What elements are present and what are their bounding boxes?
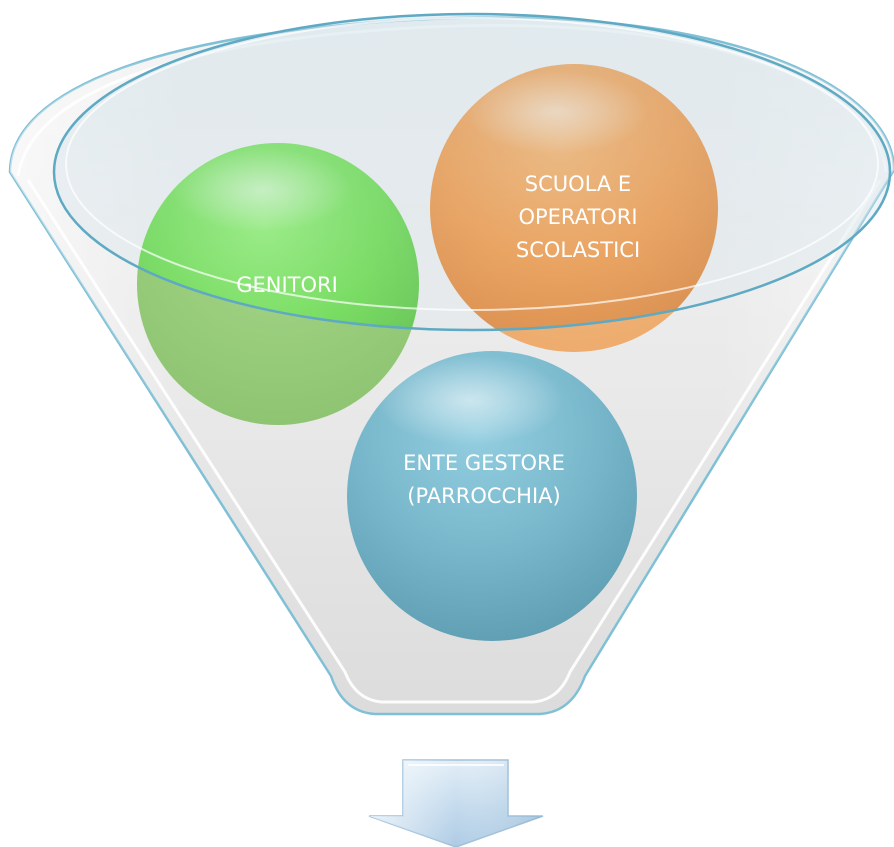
ente-label-line-2: (PARROCCHIA)	[407, 484, 560, 508]
funnel-rim	[52, 12, 892, 332]
scuola-label-line-3: SCOLASTICI	[516, 238, 640, 262]
label-scuola: SCUOLA E OPERATORI SCOLASTICI	[516, 172, 640, 262]
ente-label-line-1: ENTE GESTORE	[403, 451, 565, 475]
down-arrow-icon	[368, 759, 544, 847]
genitori-label-line-1: GENITORI	[236, 273, 338, 297]
label-genitori: GENITORI	[236, 273, 338, 297]
label-ente-gestore: ENTE GESTORE (PARROCCHIA)	[403, 451, 565, 508]
scuola-label-line-2: OPERATORI	[518, 205, 637, 229]
circle-ente-gestore	[347, 351, 637, 641]
scuola-label-line-1: SCUOLA E	[525, 172, 631, 196]
